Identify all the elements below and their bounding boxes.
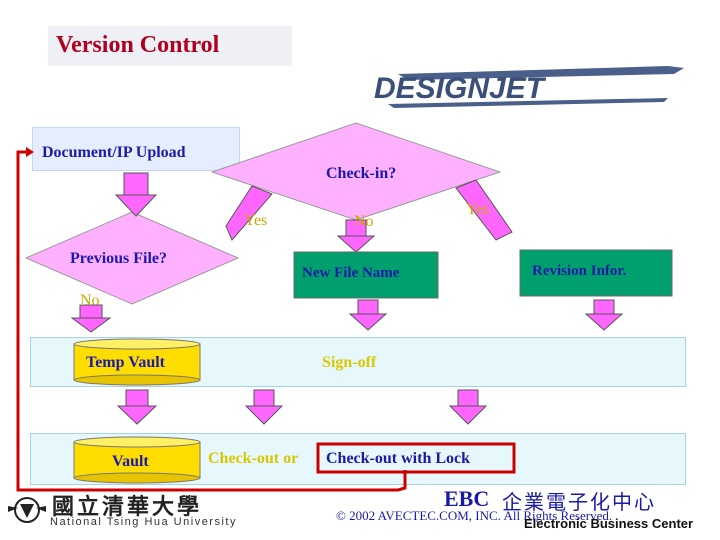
vault-cylinder [73,436,201,484]
ebc-english-name: Electronic Business Center [524,516,694,531]
arrow-revision-to-band [584,299,624,331]
logo-swoosh-bottom [388,98,668,108]
designjet-logo: DESIGNJET [374,66,684,108]
arrow-upload-to-previous [114,172,158,217]
edge-yes-right: Yes [466,201,490,218]
arrow-checkin-yes-right [455,179,513,241]
vault-label: Vault [112,453,149,470]
arrow-signoff-to-vault [244,389,284,425]
arrow-checkin-yes-left [225,185,273,241]
arrow-checkin-no [336,219,376,253]
document-upload-box [32,127,240,171]
arrow-newname-to-signoff [348,299,388,331]
nthu-seal-icon [8,497,46,523]
checkin-label: Check-in? [326,165,397,182]
page-title: Version Control [56,32,220,58]
previous-file-diamond [24,211,240,305]
edge-yes-left: Yes [244,212,268,229]
university-chinese-name: 國立清華大學 [52,494,203,519]
checkout-lock-highlight [316,442,516,474]
new-file-name-label: New File Name [302,265,400,281]
loop-arrowhead [26,147,34,157]
document-upload-label: Document/IP Upload [42,144,186,161]
loop-back-line [16,150,407,492]
arrow-tempvault-to-vault [116,389,158,425]
revision-info-label: Revision Infor. [532,263,627,279]
university-english-name: National Tsing Hua University [50,516,237,528]
copyright-text: © 2002 AVECTEC.COM, INC. All Rights Rese… [336,508,613,523]
previous-file-label: Previous File? [70,250,168,267]
edge-no: No [354,213,374,230]
checkout-label: Check-out or [208,450,299,467]
ebc-logo-text: EBC [444,486,490,511]
logo-swoosh-top [398,66,684,80]
arrow-right-to-vault [448,389,488,425]
logo-text: DESIGNJET [374,72,547,105]
edge-previous-no: No [80,292,100,309]
checkout-lock-label: Check-out with Lock [326,450,471,467]
arrow-previous-no [70,304,112,333]
temp-vault-cylinder [73,338,201,386]
title-background [48,26,292,66]
signoff-label: Sign-off [322,354,377,371]
new-file-name-box [293,251,439,299]
revision-info-box [519,249,673,297]
temp-vault-label: Temp Vault [86,354,165,371]
ebc-chinese-name: 企業電子化中心 [502,492,656,514]
